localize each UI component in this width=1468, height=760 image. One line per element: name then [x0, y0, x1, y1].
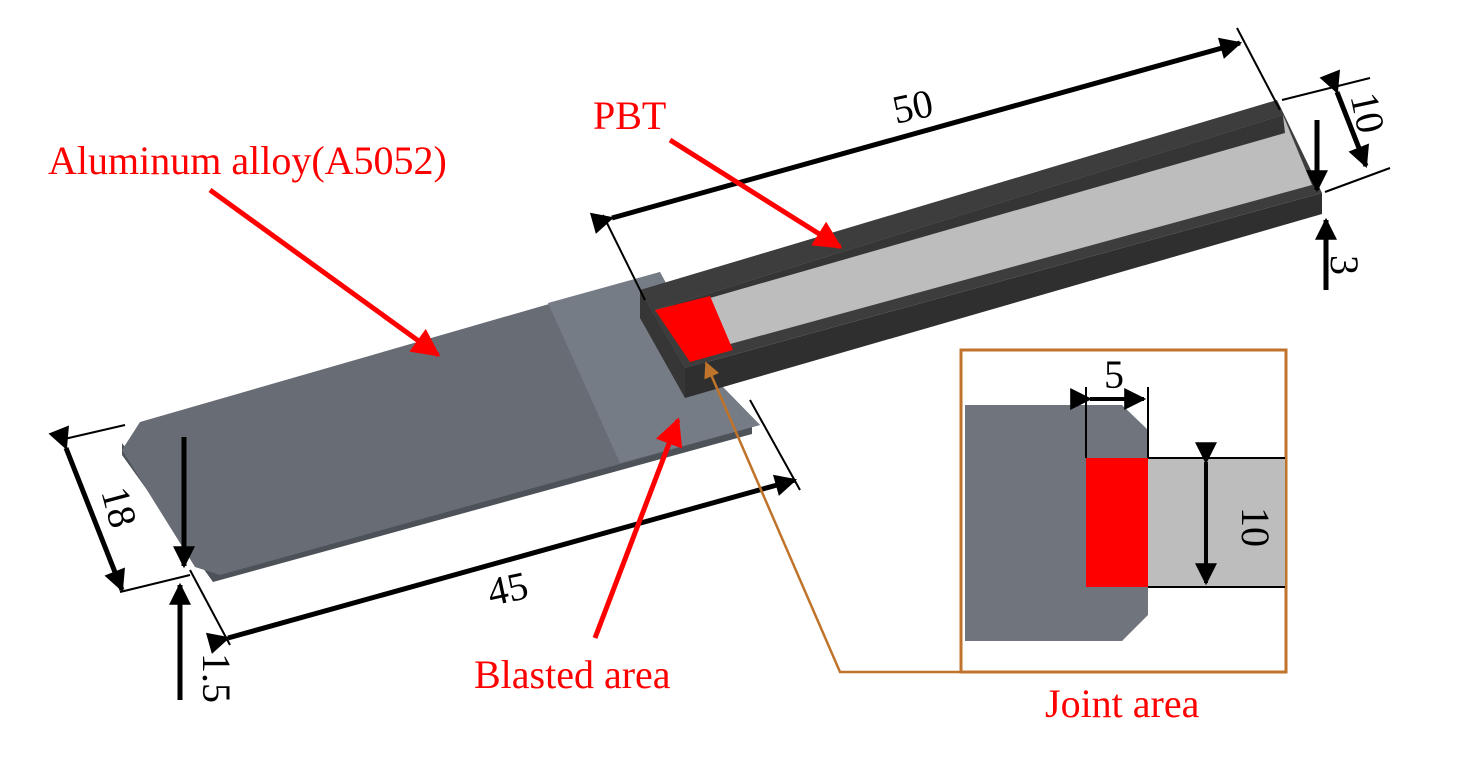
label-blasted-area: Blasted area	[474, 652, 671, 697]
joint-inset-overlap	[1086, 458, 1148, 587]
dim-label-5: 5	[1104, 352, 1124, 397]
blasted-leader	[592, 417, 683, 639]
dim-label-3: 3	[1322, 255, 1367, 275]
pbt-leader	[668, 137, 843, 250]
dim-label-1-5: 1.5	[194, 653, 239, 703]
joint-patch	[655, 296, 733, 362]
dim-45-arrow	[205, 474, 798, 654]
label-joint-area: Joint area	[1045, 681, 1200, 726]
label-pbt: PBT	[593, 93, 666, 138]
blasted-region	[548, 272, 760, 463]
dim-50-arrow	[589, 37, 1243, 234]
dim-label-18: 18	[92, 482, 146, 532]
pbt-left-end	[640, 290, 685, 398]
dim-label-50: 50	[888, 80, 936, 132]
pbt-front-wall	[685, 193, 1322, 398]
dim-label-10-inset: 10	[1233, 507, 1278, 547]
joint-leader	[704, 361, 960, 674]
aluminum-leader	[208, 187, 441, 358]
dim-18-arrow	[48, 425, 125, 593]
label-aluminum-alloy: Aluminum alloy(A5052)	[48, 138, 447, 183]
dim-label-45: 45	[483, 562, 531, 614]
dim-label-10-top: 10	[1342, 89, 1394, 137]
leader-arrows	[208, 137, 843, 639]
dimension-lines	[48, 27, 1391, 700]
joint-inset	[959, 348, 1288, 674]
dim-10-arrow	[1319, 69, 1370, 169]
